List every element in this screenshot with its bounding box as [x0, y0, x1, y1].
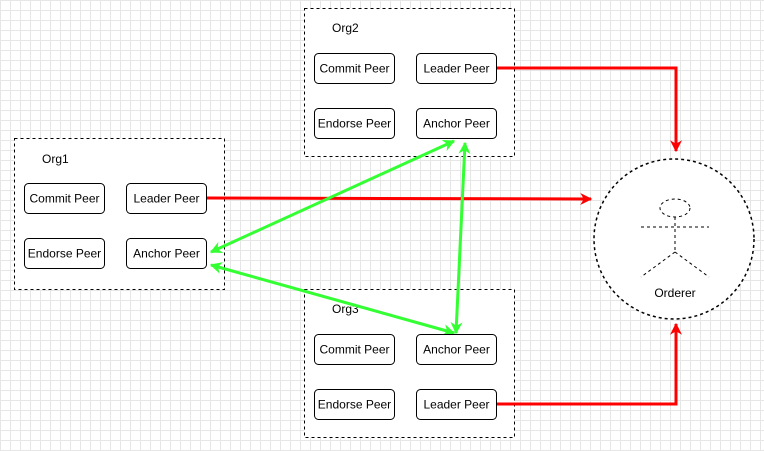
- org3-commit-peer[interactable]: Commit Peer: [314, 334, 395, 365]
- edge-org1-anchor-org2-anchor: [209, 139, 456, 254]
- svg-text:Leader Peer: Leader Peer: [423, 398, 489, 412]
- svg-text:Leader Peer: Leader Peer: [133, 192, 199, 206]
- svg-text:Leader Peer: Leader Peer: [423, 62, 489, 76]
- svg-text:Anchor Peer: Anchor Peer: [423, 117, 490, 131]
- anchor-links: [209, 139, 471, 336]
- svg-text:Commit Peer: Commit Peer: [319, 343, 389, 357]
- org2-commit-peer[interactable]: Commit Peer: [314, 53, 395, 84]
- org3-anchor-peer[interactable]: Anchor Peer: [416, 334, 497, 365]
- svg-text:Endorse Peer: Endorse Peer: [318, 117, 391, 131]
- org1-endorse-peer[interactable]: Endorse Peer: [24, 238, 105, 269]
- edge-org1-anchor-org3-anchor: [209, 262, 456, 336]
- orderer-node: Orderer: [593, 158, 755, 320]
- svg-text:Commit Peer: Commit Peer: [29, 192, 99, 206]
- svg-text:Commit Peer: Commit Peer: [319, 62, 389, 76]
- orderer-label: Orderer: [654, 286, 695, 300]
- org1-commit-peer[interactable]: Commit Peer: [24, 183, 105, 214]
- org3-endorse-peer[interactable]: Endorse Peer: [314, 389, 395, 420]
- org1-leader-peer[interactable]: Leader Peer: [126, 183, 207, 214]
- svg-text:Anchor Peer: Anchor Peer: [133, 247, 200, 261]
- org3-leader-peer[interactable]: Leader Peer: [416, 389, 497, 420]
- org1-label: Org1: [42, 152, 69, 166]
- edge-org2-leader-to-orderer: [497, 66, 682, 153]
- org1-anchor-peer[interactable]: Anchor Peer: [126, 238, 207, 269]
- org2-anchor-peer[interactable]: Anchor Peer: [416, 108, 497, 139]
- org2-leader-peer[interactable]: Leader Peer: [416, 53, 497, 84]
- edge-org1-leader-to-orderer: [206, 192, 593, 205]
- svg-text:Endorse Peer: Endorse Peer: [318, 398, 391, 412]
- svg-text:Endorse Peer: Endorse Peer: [28, 247, 101, 261]
- org2-label: Org2: [332, 21, 359, 35]
- edge-org3-leader-to-orderer: [497, 322, 682, 406]
- actor-icon: [640, 198, 710, 278]
- edge-org2-anchor-org3-anchor: [450, 141, 471, 335]
- svg-text:Anchor Peer: Anchor Peer: [423, 343, 490, 357]
- org2-endorse-peer[interactable]: Endorse Peer: [314, 108, 395, 139]
